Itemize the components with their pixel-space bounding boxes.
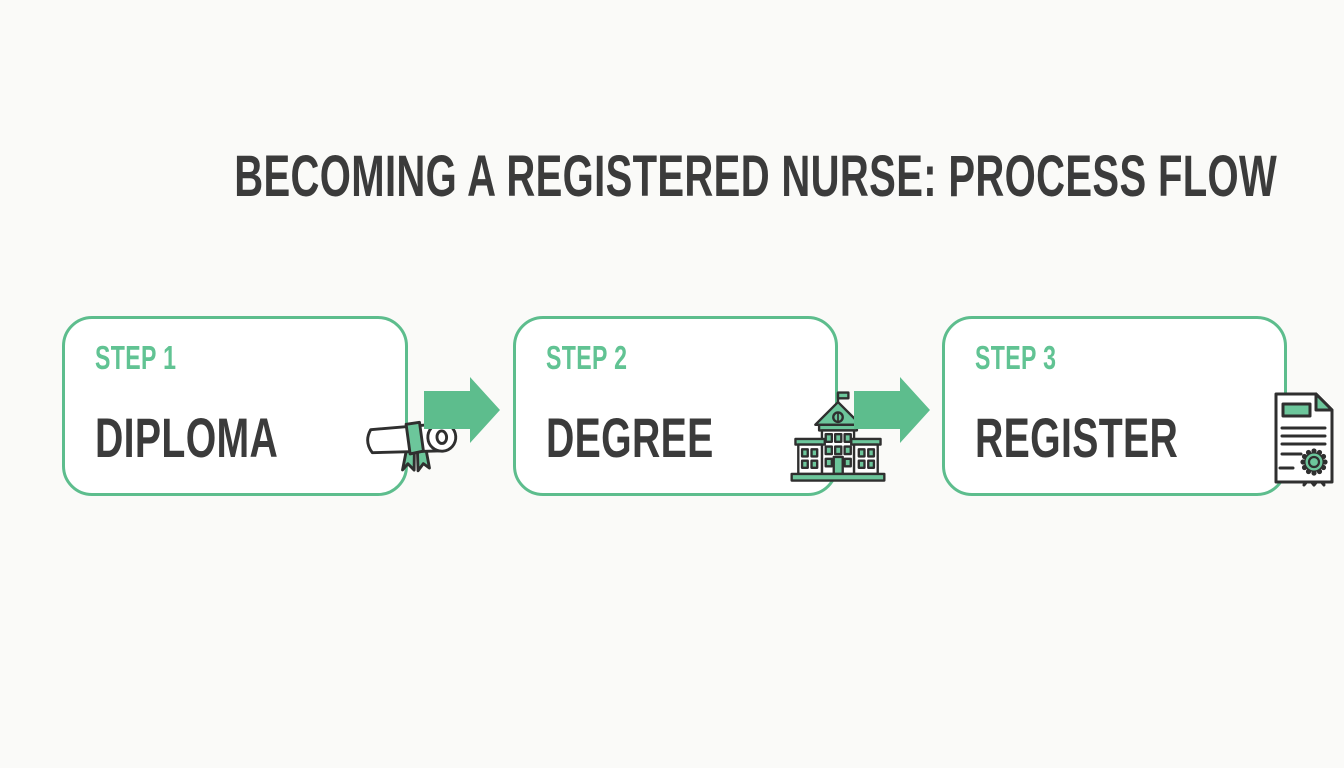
step-name-label: REGISTER [975,406,1179,469]
step-number-label: STEP 3 [975,339,1057,376]
university-building-icon [786,388,890,488]
page-title: BECOMING A REGISTERED NURSE: PROCESS FLO… [0,143,1344,210]
step-content-row: DIPLOMA [95,388,457,488]
flow-arrow-icon [854,377,930,443]
step-number-label: STEP 1 [95,339,177,376]
step-card-degree: STEP 2 DEGREE [513,316,886,496]
page-title-text: BECOMING A REGISTERED NURSE: PROCESS FLO… [234,144,1278,209]
step-content-row: REGISTER [975,388,1334,488]
diploma-scroll-icon [357,401,463,475]
step-name-label: DIPLOMA [95,406,279,469]
step-card-diploma: STEP 1 DIPLOMA [62,316,457,496]
flow-arrow-icon [424,377,500,443]
step-content-row: DEGREE [546,388,886,488]
certificate-seal-icon [1265,388,1344,488]
step-number-label: STEP 2 [546,339,628,376]
step-card-register: STEP 3 REGISTER [942,316,1334,496]
step-name-label: DEGREE [546,406,714,469]
